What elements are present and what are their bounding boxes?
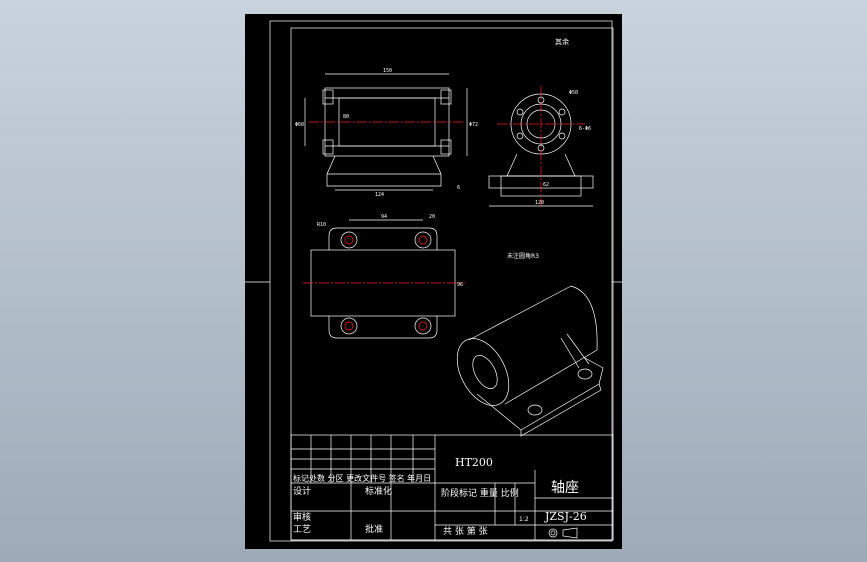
dim-front-top: 150: [383, 68, 392, 74]
drawing-sheet: [245, 14, 622, 549]
front-section-view: [304, 73, 468, 191]
scale-value: 1:2: [519, 516, 529, 523]
dim-top-span: 94: [381, 214, 387, 220]
dim-front-bottom: 124: [375, 192, 384, 198]
title-block: [290, 434, 614, 541]
dim-top-left: R10: [317, 222, 326, 228]
dim-side-bolt: Φ50: [569, 90, 578, 96]
drawing-number: JZSJ-26: [544, 510, 587, 523]
dim-front-dia: Φ72: [469, 122, 478, 128]
dim-front-inner: 80: [343, 114, 349, 120]
process-label: 工艺: [293, 524, 311, 535]
dim-top-right: 20: [429, 214, 435, 220]
sheets-row: 共 张 第 张: [443, 525, 488, 537]
material-text: HT200: [455, 456, 493, 469]
dim-front-left: Φ60: [295, 122, 304, 128]
review-label: 审核: [293, 511, 311, 523]
isometric-view: [456, 285, 604, 437]
stage-row: 阶段标记 重量 比例: [441, 487, 519, 499]
dim-front-right: 6: [457, 185, 460, 191]
dim-top-height: 96: [457, 282, 463, 288]
side-view: [488, 86, 594, 207]
cad-drawing: 150 124 Φ72 80 Φ60 6 Φ50 6-Φ6 120 62 R10…: [245, 20, 622, 542]
dim-side-width: 120: [535, 200, 544, 206]
projection-symbol: [548, 527, 578, 539]
standardization-label: 标准化: [365, 485, 392, 497]
dim-side-holes: 6-Φ6: [579, 126, 591, 132]
top-view: [303, 219, 465, 339]
dim-side-mid: 62: [543, 182, 549, 188]
surface-note: 其余: [555, 37, 569, 46]
title-block-header-row: 标记处数 分区 更改文件号 签名 年月日: [293, 473, 431, 483]
fillet-note: 未注圆角R3: [507, 252, 539, 260]
design-label: 设计: [293, 485, 311, 497]
approval-label: 批准: [365, 523, 383, 535]
part-title: 轴座: [551, 480, 579, 496]
outer-frame: [269, 20, 613, 542]
